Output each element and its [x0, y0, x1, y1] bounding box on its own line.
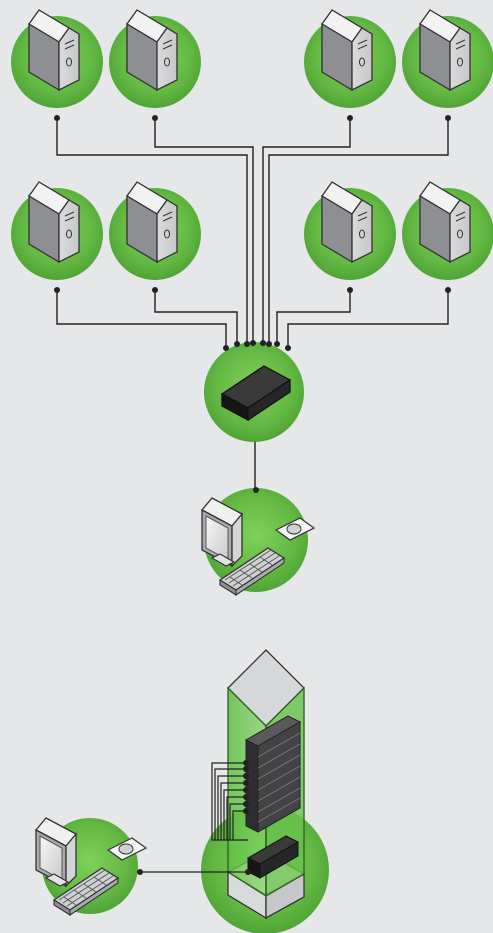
console-port-dot	[137, 869, 143, 875]
tower-server-icon	[126, 181, 178, 264]
rack-server-stack	[244, 715, 302, 833]
rack-wires	[140, 762, 248, 873]
workstation-icon	[34, 817, 148, 917]
tower-server-icon	[419, 181, 471, 264]
server-node-5	[11, 181, 103, 280]
workstation-icon	[200, 497, 316, 597]
server-node-6	[109, 181, 201, 280]
switch-port-dots	[223, 340, 291, 351]
console-port-dot	[253, 487, 259, 493]
tower-server-icon	[321, 9, 373, 92]
tower-server-icon	[126, 9, 178, 92]
tower-server-icon	[28, 9, 80, 92]
rack-port-dots	[243, 760, 251, 875]
tower-server-icon	[321, 181, 373, 264]
console-node-bottom	[34, 817, 148, 917]
kvm-switch-node	[204, 342, 304, 442]
server-wires	[56, 118, 449, 490]
server-node-3	[304, 9, 396, 108]
server-node-1	[11, 9, 103, 108]
server-node-8	[402, 181, 493, 280]
tower-server-icon	[28, 181, 80, 264]
tower-server-icon	[419, 9, 471, 92]
server-node-2	[109, 9, 201, 108]
server-node-4	[402, 9, 493, 108]
kvm-switch-icon	[220, 365, 292, 422]
server-node-7	[304, 181, 396, 280]
console-node-top	[200, 487, 316, 597]
server-port-dots	[54, 115, 451, 293]
rack-kvm-switch	[246, 835, 300, 879]
